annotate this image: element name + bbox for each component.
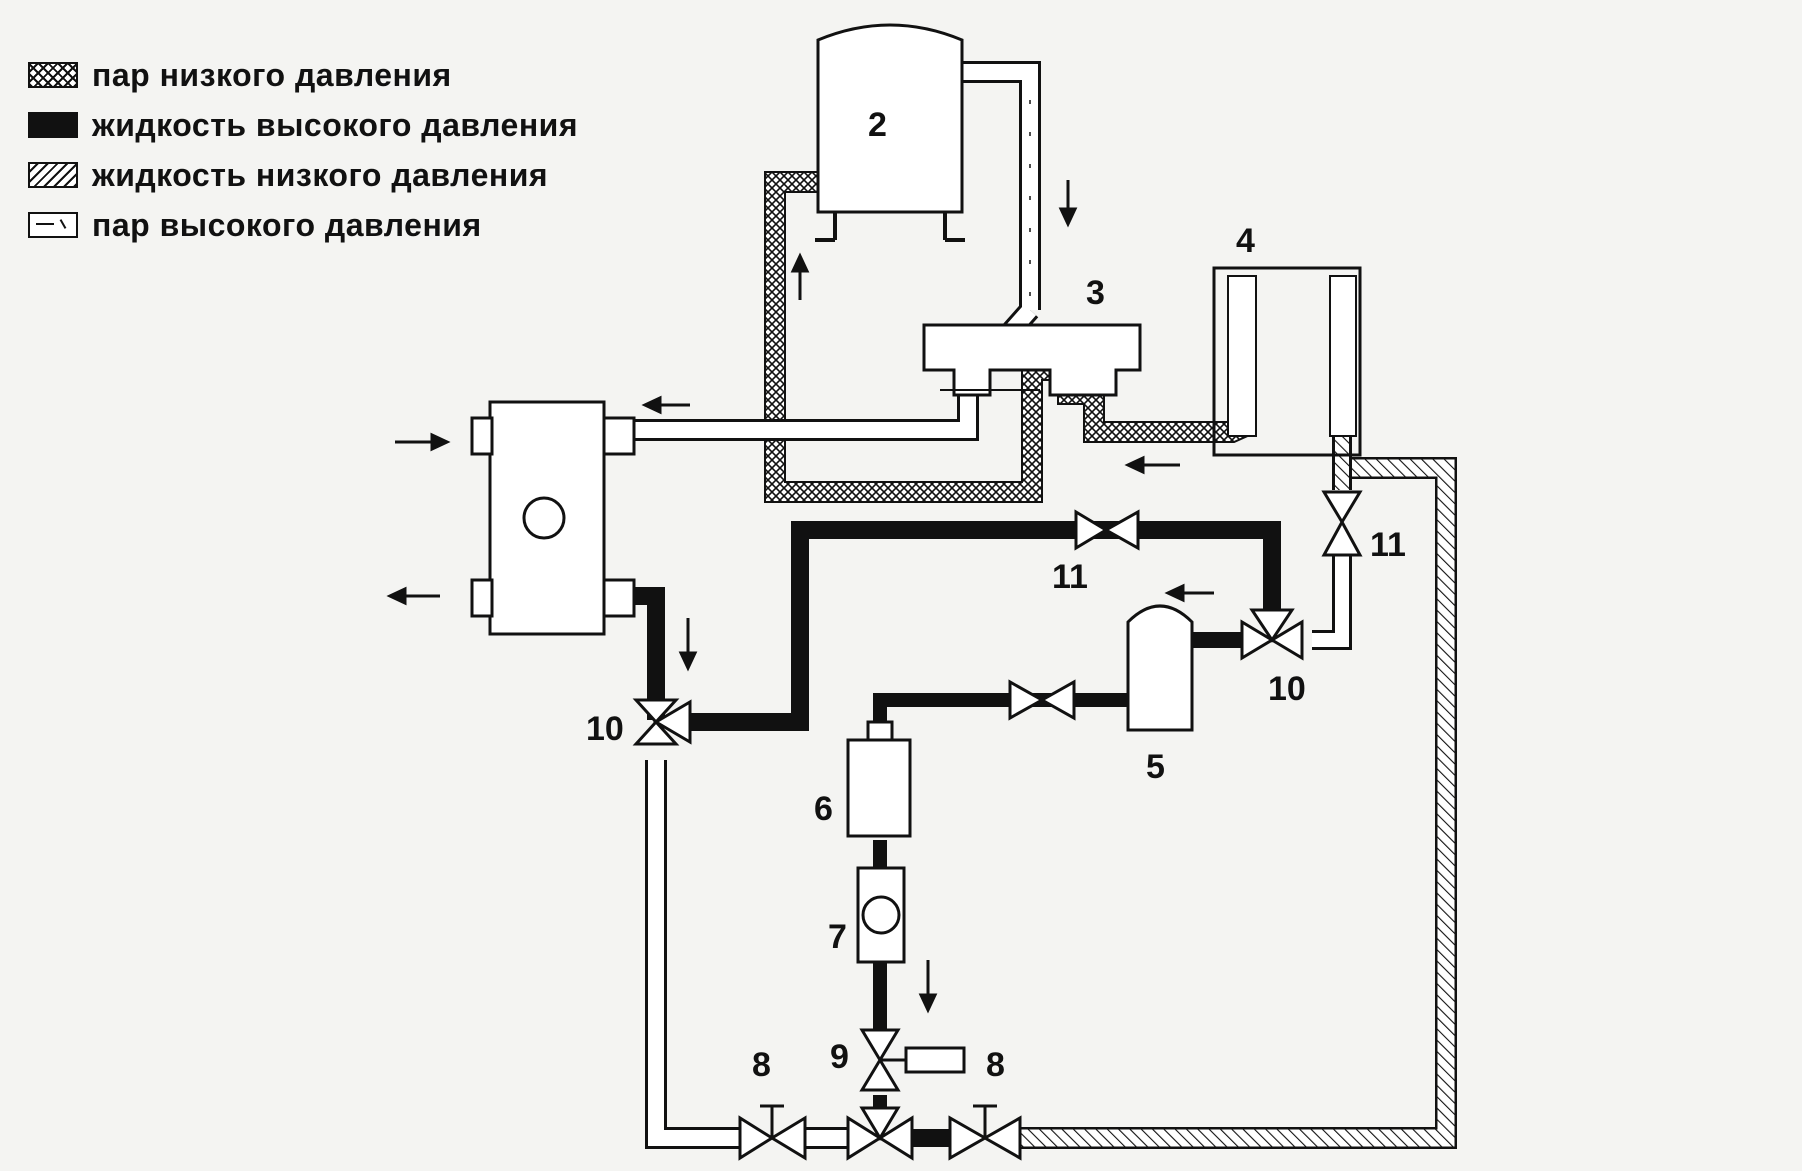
- legend-item-low-pressure-vapor: пар низкого давления: [28, 50, 578, 100]
- legend-label: жидкость высокого давления: [92, 106, 578, 143]
- label-separator: 5: [1146, 748, 1165, 786]
- arrow-right-icon: [395, 432, 451, 452]
- crosshatch-swatch-icon: [28, 62, 78, 88]
- label-receiver: 2: [868, 106, 887, 144]
- flow-arrows: [386, 180, 1214, 1014]
- filter-drier: [846, 720, 912, 838]
- label-shutoff-top: 11: [1052, 558, 1088, 596]
- solid-swatch-icon: [28, 112, 78, 138]
- evaporator-unit: [1212, 266, 1362, 457]
- solenoid-valve: [859, 1028, 966, 1092]
- label-shutoff-right: 11: [1370, 526, 1406, 564]
- arrow-left-icon: [1164, 583, 1214, 603]
- separator-tank: [1126, 604, 1194, 732]
- legend: пар низкого давления жидкость высокого д…: [28, 50, 578, 250]
- three-way-valve-left: [632, 698, 692, 746]
- arrow-left-icon: [386, 586, 440, 606]
- receiver-tank: [815, 23, 965, 242]
- label-three-way-left: 10: [586, 710, 624, 748]
- sight-glass: [856, 866, 906, 964]
- hand-valve-left: [738, 1104, 807, 1161]
- label-filter: 6: [814, 790, 833, 828]
- arrow-down-icon: [918, 960, 938, 1014]
- label-three-way-right: 10: [1268, 670, 1306, 708]
- shutoff-valve-mid: [1008, 679, 1076, 721]
- legend-label: пар низкого давления: [92, 56, 452, 93]
- legend-label: пар высокого давления: [92, 206, 482, 243]
- label-evaporator: 4: [1236, 222, 1255, 260]
- low-pressure-liquid-pipe: [1020, 457, 1457, 1149]
- condenser-unit: [470, 400, 636, 636]
- label-manifold: 3: [1086, 274, 1105, 312]
- tee-valve-bottom: [846, 1106, 914, 1161]
- label-solenoid: 9: [830, 1038, 849, 1076]
- arrow-down-icon: [678, 618, 698, 672]
- arrow-left-icon: [641, 395, 690, 415]
- shutoff-valve-top: [1074, 509, 1140, 551]
- white-liquid-pipe: [645, 430, 1352, 1149]
- arrow-down-icon: [1058, 180, 1078, 228]
- label-hand-valve-right: 8: [986, 1046, 1005, 1084]
- shutoff-valve-right: [1321, 490, 1363, 557]
- arrow-up-icon: [790, 252, 810, 300]
- legend-label: жидкость низкого давления: [92, 156, 549, 193]
- component-labels: 2 3 4 5 6 7 8 9 8 10 10 11 11: [586, 106, 1406, 1084]
- three-way-valve-right: [1240, 608, 1304, 661]
- hatch-swatch-icon: [28, 162, 78, 188]
- arrow-left-icon: [1124, 455, 1180, 475]
- legend-item-low-pressure-liquid: жидкость низкого давления: [28, 150, 578, 200]
- label-sight-glass: 7: [828, 918, 847, 956]
- vapor-swatch-icon: [28, 212, 78, 238]
- legend-item-high-pressure-liquid: жидкость высокого давления: [28, 100, 578, 150]
- label-hand-valve-left: 8: [752, 1046, 771, 1084]
- hand-valve-right: [948, 1104, 1022, 1161]
- legend-item-high-pressure-vapor: пар высокого давления: [28, 200, 578, 250]
- manifold-block: [922, 323, 1142, 397]
